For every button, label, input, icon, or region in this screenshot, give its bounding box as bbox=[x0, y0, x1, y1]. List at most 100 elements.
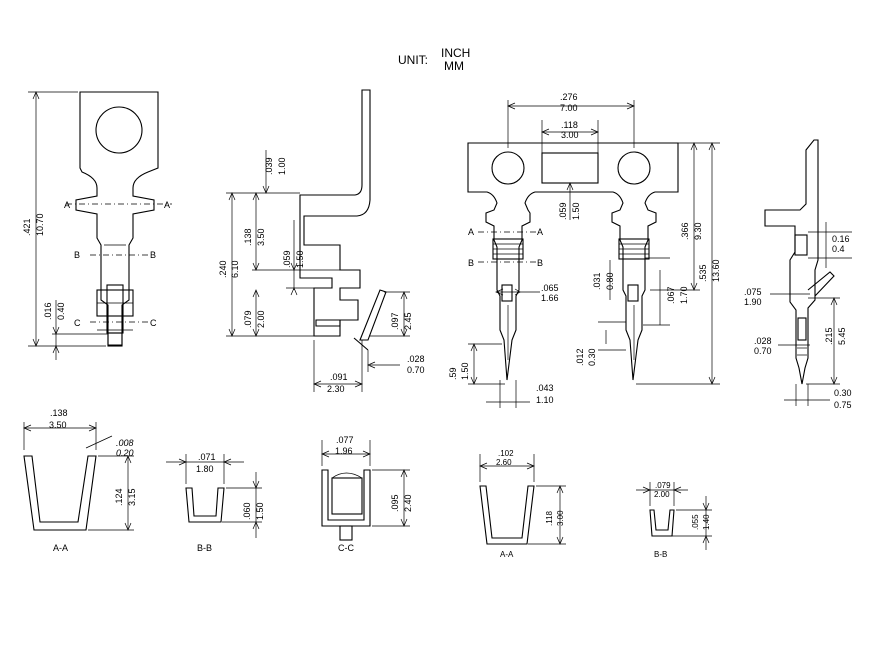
aa2-w-in: .102 bbox=[498, 449, 514, 458]
aa2-w-mm: 2.60 bbox=[496, 458, 512, 467]
cc1-h-in: .095 bbox=[390, 494, 400, 512]
view3-sq-mm: 0.80 bbox=[605, 272, 615, 290]
cc1-h-mm: 2.40 bbox=[403, 494, 413, 512]
view3-win-mm: 3.00 bbox=[561, 130, 579, 140]
aa2-h-in: .118 bbox=[545, 510, 554, 526]
view3-w1-mm: 1.66 bbox=[541, 293, 559, 303]
view2-top-in: .039 bbox=[264, 157, 274, 175]
view2-h1-mm: 3.50 bbox=[256, 228, 266, 246]
view4-b-mm: 1.90 bbox=[744, 297, 762, 307]
view3-len2-mm: 13.60 bbox=[711, 259, 721, 282]
view4-c-in: .028 bbox=[754, 336, 772, 346]
bb2-label: B-B bbox=[654, 550, 667, 559]
view3-pin-mm: 1.50 bbox=[460, 362, 470, 380]
view2-h1-in: .138 bbox=[243, 228, 253, 246]
view4-d-in: .215 bbox=[824, 327, 834, 345]
bb1-h-in: .060 bbox=[242, 502, 252, 520]
view1-sec-b-left: B bbox=[74, 250, 80, 260]
view1-total-mm: 10.70 bbox=[35, 213, 45, 236]
view-dual-terminal: A A B B .276 7.00 .118 3.00 .059 1.50 .3… bbox=[448, 92, 721, 408]
aa1-w-in: .138 bbox=[50, 408, 68, 418]
view3-len1-in: .366 bbox=[680, 222, 690, 240]
view3-h1-in: .067 bbox=[666, 286, 676, 304]
aa1-t-mm: 0.20 bbox=[116, 448, 134, 458]
aa1-t-in: .008 bbox=[116, 438, 134, 448]
view4-a-in: 0.16 bbox=[832, 234, 850, 244]
section-aa-1: .138 3.50 .008 0.20 .124 3.15 A-A bbox=[23, 408, 137, 553]
aa2-h-mm: 3.00 bbox=[556, 510, 565, 526]
view3-pw-mm: 1.10 bbox=[536, 395, 554, 405]
bb1-w-mm: 1.80 bbox=[196, 464, 214, 474]
bb2-h-in: .055 bbox=[691, 514, 700, 530]
view1-bottom-mm: 0.40 bbox=[56, 302, 66, 320]
view-side-profile-right: 0.16 0.4 .075 1.90 .028 0.70 .215 5.45 0… bbox=[744, 139, 852, 410]
view2-h4-in: .079 bbox=[243, 310, 253, 328]
view3-tab-in: .059 bbox=[558, 202, 568, 220]
view3-sec-a-left: A bbox=[468, 227, 474, 237]
bb1-label: B-B bbox=[197, 543, 212, 553]
bb1-h-mm: 1.50 bbox=[255, 502, 265, 520]
view3-pw-in: .043 bbox=[536, 383, 554, 393]
view3-len2-in: .535 bbox=[698, 264, 708, 282]
view2-h3-mm: 6.10 bbox=[230, 260, 240, 278]
unit-header: UNIT: INCH MM bbox=[398, 46, 470, 73]
cc1-w-in: .077 bbox=[336, 435, 354, 445]
section-bb-1: .071 1.80 .060 1.50 B-B bbox=[166, 452, 265, 553]
bb2-w-in: .079 bbox=[655, 481, 671, 490]
view2-w1-mm: 2.30 bbox=[327, 384, 345, 394]
view2-h5-mm: 2.45 bbox=[403, 312, 413, 330]
view1-total-in: .421 bbox=[22, 218, 32, 236]
view3-sec-a-right: A bbox=[537, 227, 543, 237]
view3-tip-in: .012 bbox=[575, 348, 585, 366]
view3-w1-in: .065 bbox=[541, 283, 559, 293]
view3-tab-mm: 1.50 bbox=[571, 202, 581, 220]
aa1-h-in: .124 bbox=[114, 488, 124, 506]
bb1-w-in: .071 bbox=[198, 452, 216, 462]
view1-sec-c-right: C bbox=[150, 318, 157, 328]
view1-sec-a-left: A bbox=[64, 200, 70, 210]
view3-win-in: .118 bbox=[561, 120, 578, 130]
view2-h4-mm: 2.00 bbox=[256, 310, 266, 328]
view3-pitch-mm: 7.00 bbox=[560, 103, 578, 113]
view2-h2-in: .059 bbox=[282, 250, 292, 268]
view2-h5-in: .097 bbox=[390, 312, 400, 330]
view3-sec-b-left: B bbox=[468, 258, 474, 268]
bb2-w-mm: 2.00 bbox=[654, 490, 670, 499]
view3-tip-mm: 0.30 bbox=[587, 348, 597, 366]
view2-top-mm: 1.00 bbox=[277, 157, 287, 175]
view3-pin-in: .59 bbox=[448, 367, 458, 380]
aa1-h-mm: 3.15 bbox=[127, 488, 137, 506]
view4-e-in: 0.30 bbox=[834, 388, 852, 398]
view4-e-mm: 0.75 bbox=[834, 400, 852, 410]
view1-sec-b-right: B bbox=[150, 250, 156, 260]
view3-len1-mm: 9.30 bbox=[693, 222, 703, 240]
bb2-h-mm: 1.40 bbox=[702, 514, 711, 530]
cc1-label: C-C bbox=[338, 543, 354, 553]
view4-a-mm: 0.4 bbox=[832, 244, 845, 254]
view-side-profile: .039 1.00 .240 6.10 .138 3.50 .059 1.50 … bbox=[218, 89, 425, 394]
view2-h3-in: .240 bbox=[218, 260, 228, 278]
view3-sec-b-right: B bbox=[537, 258, 543, 268]
view3-sq-in: .031 bbox=[592, 272, 602, 290]
aa2-label: A-A bbox=[500, 550, 514, 559]
unit-inch: INCH bbox=[441, 46, 470, 60]
view2-w2-mm: 0.70 bbox=[407, 365, 425, 375]
view4-b-in: .075 bbox=[744, 287, 762, 297]
view2-h2-mm: 1.50 bbox=[295, 250, 305, 268]
view1-sec-a-right: A bbox=[164, 200, 170, 210]
aa1-label: A-A bbox=[53, 543, 68, 553]
section-bb-2: .079 2.00 .055 1.40 B-B bbox=[636, 481, 712, 559]
aa1-w-mm: 3.50 bbox=[49, 420, 67, 430]
view4-d-mm: 5.45 bbox=[837, 327, 847, 345]
view4-c-mm: 0.70 bbox=[754, 346, 772, 356]
unit-label: UNIT: bbox=[398, 53, 428, 67]
unit-mm: MM bbox=[444, 59, 464, 73]
view3-pitch-in: .276 bbox=[560, 92, 578, 102]
view2-w1-in: .091 bbox=[330, 372, 348, 382]
view1-sec-c-left: C bbox=[74, 318, 81, 328]
view1-bottom-in: .016 bbox=[43, 302, 53, 320]
section-cc-1: .077 1.96 .095 2.40 C-C bbox=[321, 435, 413, 553]
section-aa-2: .102 2.60 .118 3.00 A-A bbox=[479, 449, 566, 559]
view2-w2-in: .028 bbox=[407, 354, 425, 364]
